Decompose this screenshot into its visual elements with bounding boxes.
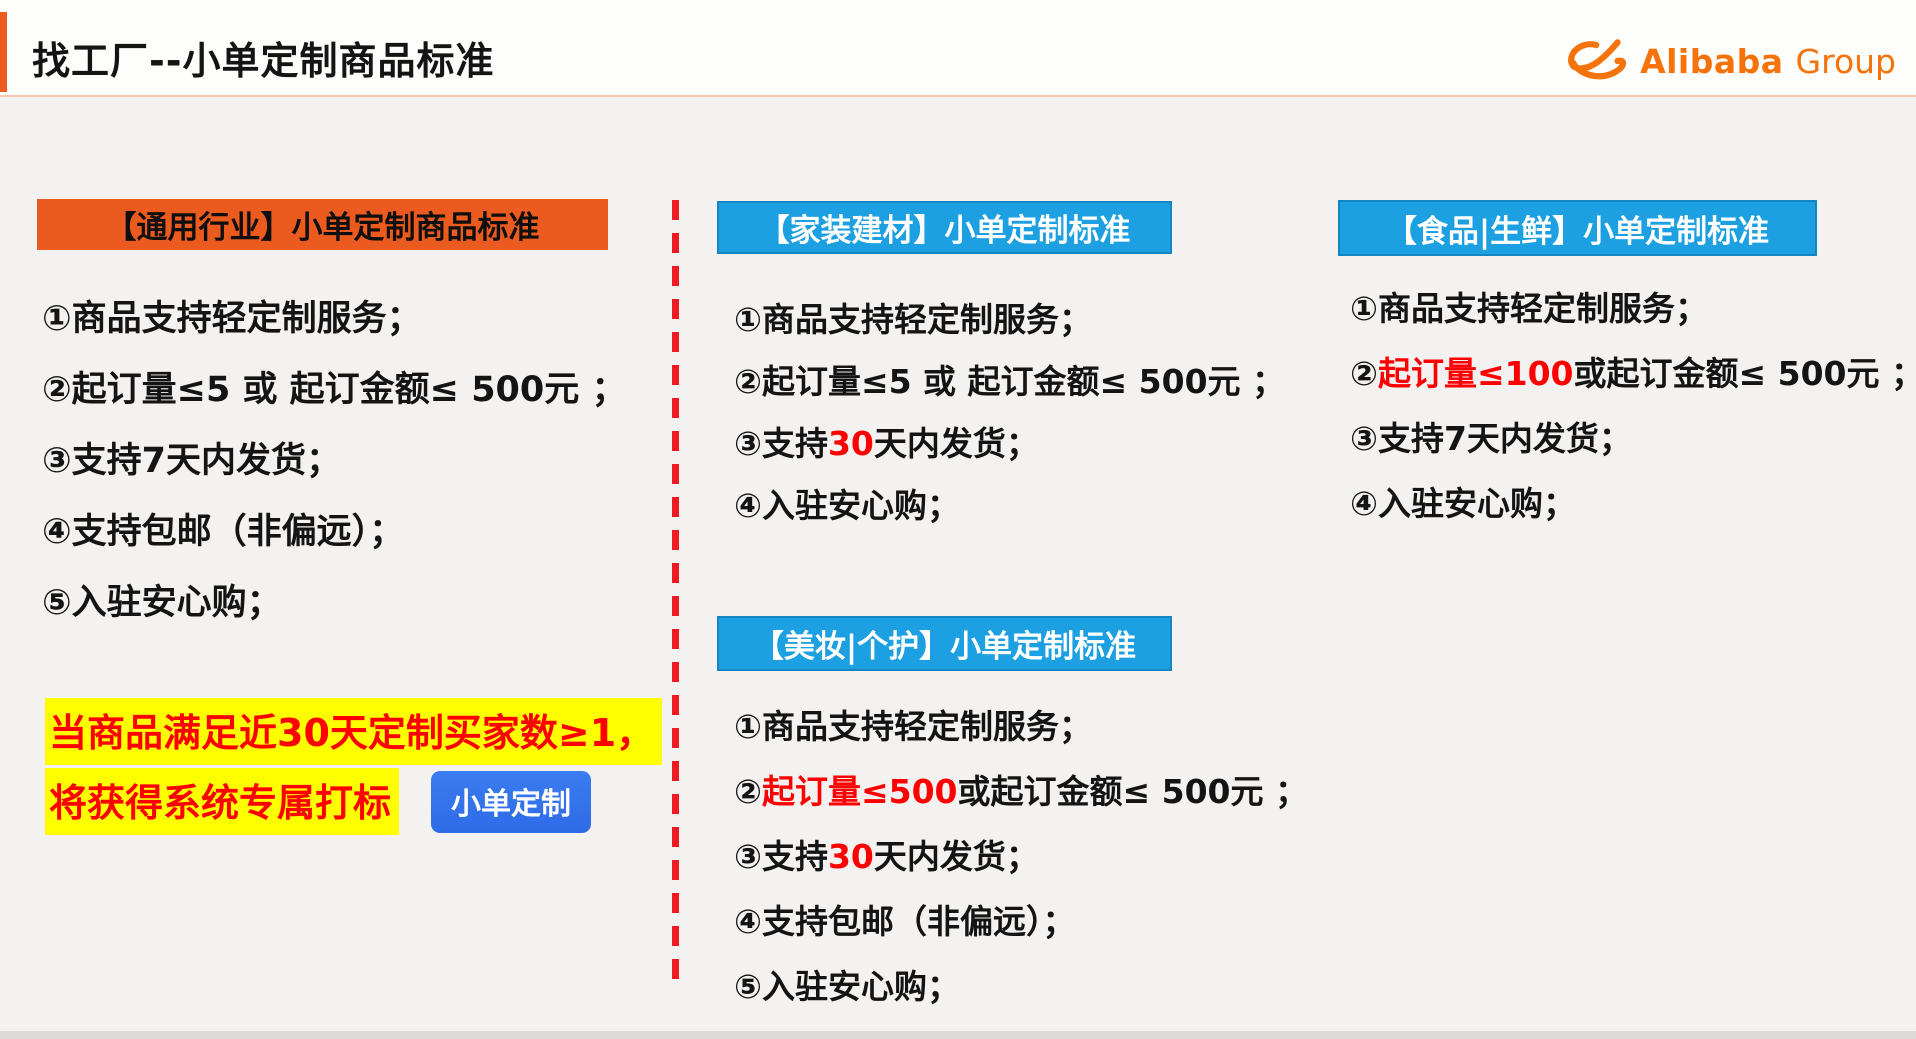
- item-text: ①商品支持轻定制服务；: [42, 299, 422, 339]
- item-text: ②: [734, 772, 762, 811]
- item-text-red: 30: [827, 837, 874, 876]
- header-bar: [0, 0, 1916, 97]
- general-industry-list: ①商品支持轻定制服务； ②起订量≤5 或 起订金额≤ 500元 ； ③支持7天内发货…: [42, 284, 626, 639]
- list-item: ④入驻安心购；: [1350, 471, 1916, 536]
- alibaba-smile-icon: [1568, 39, 1627, 80]
- logo-brand-text: Alibaba: [1640, 41, 1784, 81]
- list-item: ①商品支持轻定制服务；: [734, 289, 1285, 351]
- item-text: 或起订金额≤ 500元 ；: [1573, 354, 1916, 393]
- item-text: ①商品支持轻定制服务；: [734, 707, 1092, 746]
- list-item: ②起订量≤100或起订金额≤ 500元 ；: [1350, 341, 1916, 406]
- item-text: ④入驻安心购；: [734, 486, 960, 525]
- list-item: ③支持7天内发货；: [1350, 406, 1916, 471]
- item-text: ②起订量≤5 或 起订金额≤ 500元 ；: [734, 362, 1286, 401]
- item-text-red: 30: [827, 424, 874, 463]
- item-text: ④支持包邮（非偏远）；: [734, 902, 1076, 941]
- item-text: 或起订金额≤ 500元 ；: [957, 772, 1309, 811]
- item-text: ③支持7天内发货；: [42, 441, 341, 481]
- item-text: ②起订量≤5 或 起订金额≤ 500元 ；: [42, 370, 627, 410]
- list-item: ⑤入驻安心购；: [734, 954, 1308, 1019]
- item-text: ③支持: [734, 424, 828, 463]
- item-text: 天内发货；: [873, 837, 1039, 876]
- item-text: ①商品支持轻定制服务；: [1350, 289, 1708, 328]
- list-item: ②起订量≤5 或 起订金额≤ 500元 ；: [734, 351, 1285, 413]
- list-item: ③支持30天内发货；: [734, 824, 1308, 889]
- alibaba-group-logo: Alibaba Group: [1566, 38, 1896, 84]
- item-text: ③支持: [734, 837, 828, 876]
- list-item: ③支持7天内发货；: [42, 426, 626, 497]
- list-item: ④支持包邮（非偏远）；: [42, 497, 626, 568]
- list-item: ①商品支持轻定制服务；: [42, 284, 626, 355]
- list-item: ①商品支持轻定制服务；: [1350, 276, 1916, 341]
- small-order-custom-badge: 小单定制: [431, 770, 592, 833]
- home-building-header: 【家装建材】小单定制标准: [717, 201, 1172, 254]
- item-text: ⑤入驻安心购；: [734, 967, 960, 1006]
- red-dashed-divider: [672, 200, 679, 992]
- note-line-2: 将获得系统专属打标 小单定制: [45, 768, 592, 835]
- item-text: ①商品支持轻定制服务；: [734, 300, 1092, 339]
- list-item: ②起订量≤5 或 起订金额≤ 500元 ；: [42, 355, 626, 426]
- highlighted-note-text-2: 将获得系统专属打标: [45, 768, 400, 835]
- list-item: ④支持包邮（非偏远）；: [734, 889, 1308, 954]
- list-item: ③支持30天内发货；: [734, 413, 1285, 475]
- general-industry-header: 【通用行业】小单定制商品标准: [37, 199, 608, 250]
- item-text: ③支持7天内发货；: [1350, 419, 1632, 458]
- list-item: ①商品支持轻定制服务；: [734, 694, 1308, 759]
- item-text: ④入驻安心购；: [1350, 484, 1576, 523]
- item-text-red: 起订量≤500: [761, 772, 958, 811]
- page-title: 找工厂--小单定制商品标准: [32, 39, 495, 83]
- food-fresh-list: ①商品支持轻定制服务； ②起订量≤100或起订金额≤ 500元 ； ③支持7天内发货…: [1350, 276, 1916, 536]
- food-fresh-header: 【食品|生鲜】小单定制标准: [1338, 200, 1817, 256]
- highlighted-note-text-1: 当商品满足近30天定制买家数≥1，: [45, 698, 663, 765]
- list-item: ⑤入驻安心购；: [42, 568, 626, 639]
- item-text: ②: [1350, 354, 1378, 393]
- beauty-care-list: ①商品支持轻定制服务；②起订量≤500或起订金额≤ 500元 ；③支持30天内发…: [734, 694, 1308, 1019]
- bottom-edge-strip: [0, 1031, 1916, 1039]
- item-text: 天内发货；: [873, 424, 1039, 463]
- title-accent-bar: [0, 12, 7, 92]
- item-text: ⑤入驻安心购；: [42, 583, 282, 623]
- note-line-1: 当商品满足近30天定制买家数≥1，: [45, 698, 663, 765]
- logo-suffix-text: Group: [1795, 41, 1896, 81]
- list-item: ④入驻安心购；: [734, 475, 1285, 537]
- item-text-red: 起订量≤100: [1377, 354, 1574, 393]
- beauty-care-header: 【美妆|个护】小单定制标准: [717, 616, 1172, 671]
- list-item: ②起订量≤500或起订金额≤ 500元 ；: [734, 759, 1308, 824]
- item-text: ④支持包邮（非偏远）；: [42, 512, 405, 552]
- home-building-list: ①商品支持轻定制服务； ②起订量≤5 或 起订金额≤ 500元 ； ③支持30天内发…: [734, 289, 1285, 537]
